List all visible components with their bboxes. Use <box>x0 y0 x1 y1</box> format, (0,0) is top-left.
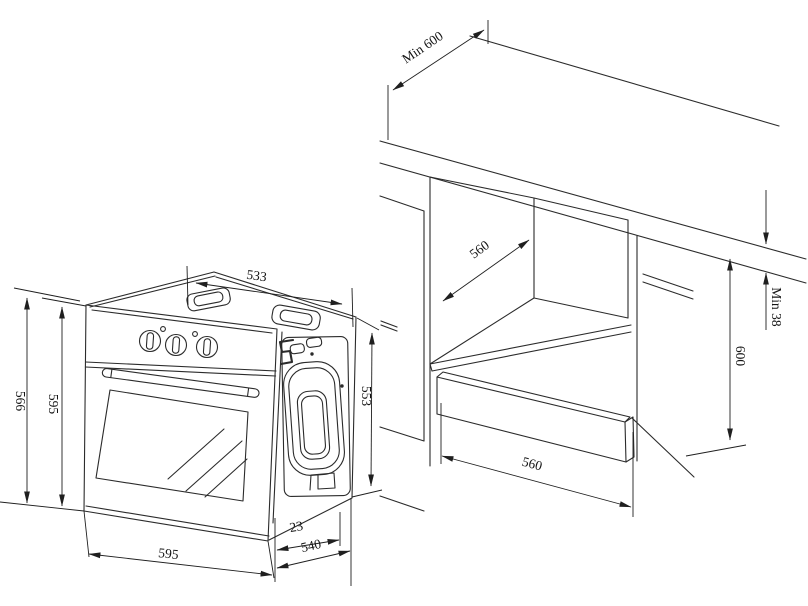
door-window-frame <box>95 389 249 502</box>
screw-hole-1 <box>310 352 314 356</box>
dimension-niche-height: 600 <box>685 258 748 457</box>
dim-label-niche-depth: 560 <box>467 237 492 261</box>
dimension-front-width: 595 <box>83 510 275 579</box>
dimension-top-width: 533 <box>186 265 354 328</box>
plinth-top-face <box>436 371 631 423</box>
dim-label-niche-width: 560 <box>520 454 544 474</box>
dimension-body-depth: 540 <box>276 498 352 586</box>
dim-label-door-thickness: 23 <box>288 518 304 535</box>
dim-label-front-width: 595 <box>158 545 180 562</box>
dim-label-top-width: 533 <box>246 267 268 285</box>
oven-top-left-edge <box>85 271 215 306</box>
plinth-front-face <box>436 376 627 463</box>
dimension-front-height: 595 <box>41 297 87 507</box>
oven-top-left-edge-inner <box>89 275 216 308</box>
niche-floor-thickness-edge <box>431 331 632 372</box>
control-panel-bottom-edge <box>84 361 277 372</box>
oven-front-face <box>83 304 278 542</box>
plinth <box>436 371 695 478</box>
door-handle <box>101 367 260 398</box>
oven-top-front-rim <box>91 309 273 334</box>
glass-reflection-line-1 <box>167 428 225 480</box>
cabinet-view <box>379 35 807 512</box>
side-emboss-inner-band <box>296 390 331 460</box>
control-panel <box>84 326 277 377</box>
side-vent-slots <box>289 336 323 355</box>
dimension-niche-depth: 560 <box>442 237 530 302</box>
niche-back-wall-top <box>533 197 629 221</box>
niche-opening <box>429 176 638 467</box>
worktop-back-edge <box>469 35 780 127</box>
glass-reflection-line-2 <box>185 440 243 492</box>
dimension-niche-width: 560 <box>440 403 634 517</box>
dim-label-worktop-thickness: Min 38 <box>769 287 784 327</box>
side-panel-detail <box>278 336 351 497</box>
dimension-worktop-thickness: Min 38 <box>763 190 784 330</box>
hinge-bracket-bottom <box>309 472 336 491</box>
worktop-front-bottom-edge <box>379 162 807 284</box>
side-panel-border <box>281 336 351 497</box>
dim-label-body-depth: 540 <box>299 536 322 555</box>
niche-left-wall-top <box>429 176 535 199</box>
dim-label-front-height: 595 <box>46 394 61 415</box>
door-top-edge <box>84 366 277 377</box>
oven-body-outline <box>83 271 357 542</box>
indicator-light-1 <box>160 326 166 332</box>
niche-floor-left-end <box>429 363 433 372</box>
dimension-door-thickness: 23 <box>274 512 341 582</box>
dim-label-worktop-depth: Min 600 <box>399 28 446 66</box>
oven-front-right-inner-edge <box>272 331 283 524</box>
niche-floor-front-edge <box>429 324 632 365</box>
mounting-bracket-left <box>186 287 231 312</box>
oven-view <box>83 271 357 542</box>
plinth-construction-line <box>631 417 695 478</box>
knob-1 <box>138 329 162 353</box>
screw-hole-2 <box>340 384 344 388</box>
mounting-bracket-right <box>271 304 321 331</box>
indicator-light-2 <box>192 331 198 337</box>
glass-reflection-line-3 <box>204 458 248 498</box>
left-door-handle <box>380 320 398 332</box>
dimension-side-height: 553 <box>351 317 383 498</box>
dim-label-side-height: 553 <box>359 386 374 407</box>
door-window <box>95 389 249 502</box>
hinge-bracket-top <box>278 338 295 366</box>
worktop-front-top-edge <box>379 140 807 260</box>
oven-side-bottom-edge <box>268 497 353 541</box>
dim-label-carcass-height: 566 <box>13 391 28 412</box>
knob-2 <box>164 333 188 357</box>
left-cabinet-door <box>379 195 425 512</box>
dimension-carcass-height: 566 <box>0 287 85 512</box>
knob-3 <box>195 335 219 359</box>
niche-back-wall-bottom <box>533 297 629 319</box>
dim-label-niche-height: 600 <box>733 346 748 367</box>
right-cabinet-drawer <box>642 273 694 300</box>
oven-side-back-edge <box>351 316 357 499</box>
dimension-worktop-depth: Min 600 <box>387 20 489 140</box>
oven-top-back-edge-inner <box>215 276 354 320</box>
oven-door-bottom-inner-edge <box>85 505 270 537</box>
niche-left-wall-bottom <box>429 297 535 365</box>
left-cabinet-base-edge <box>379 495 425 512</box>
